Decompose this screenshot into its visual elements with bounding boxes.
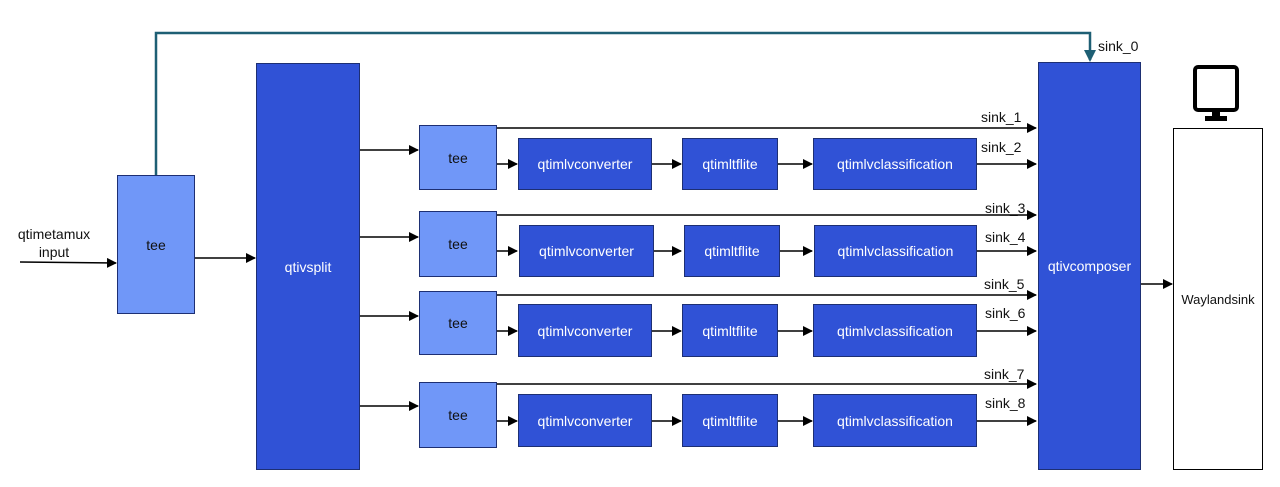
input-label: qtimetamux input [8,225,100,261]
input-label-line-1: qtimetamux [17,226,91,242]
branch-1-tflite[interactable]: qtimltflite [682,138,778,190]
monitor-icon [1193,65,1239,121]
branch-3-classification[interactable]: qtimlvclassification [813,304,977,357]
sink-7-label: sink_7 [984,366,1025,382]
branch-4-tflite[interactable]: qtimltflite [682,394,778,447]
sink-1-label: sink_1 [981,109,1022,125]
sink-4-label: sink_4 [985,229,1026,245]
branch-3-tflite[interactable]: qtimltflite [682,304,778,357]
main-tee-block[interactable]: tee [117,175,195,314]
sink-0-label: sink_0 [1098,38,1139,54]
sink-0-feedback-line [154,31,1096,175]
branch-2-classification[interactable]: qtimlvclassification [814,225,977,277]
qtivcomposer-block[interactable]: qtivcomposer [1038,62,1141,470]
branch-2-tee[interactable]: tee [419,211,497,277]
branch-2-tflite[interactable]: qtimltflite [684,225,780,277]
input-arrow [19,257,117,268]
branch-1-converter[interactable]: qtimlvconverter [518,138,652,190]
sink-2-label: sink_2 [981,139,1022,155]
qtivsplit-block[interactable]: qtivsplit [256,63,360,470]
branch-4-tee[interactable]: tee [419,382,497,448]
branch-1-tee[interactable]: tee [419,125,497,190]
sink-3-label: sink_3 [985,200,1026,216]
waylandsink-block[interactable]: Waylandsink [1173,128,1263,470]
branch-4-converter[interactable]: qtimlvconverter [518,394,652,447]
sink-6-label: sink_6 [985,305,1026,321]
sink-8-label: sink_8 [985,395,1026,411]
branch-3-converter[interactable]: qtimlvconverter [518,304,652,357]
sink-5-label: sink_5 [984,276,1025,292]
branch-4-classification[interactable]: qtimlvclassification [813,394,977,447]
branch-3-tee[interactable]: tee [419,291,497,355]
input-label-line-2: input [38,244,70,260]
branch-1-classification[interactable]: qtimlvclassification [813,138,977,190]
branch-2-converter[interactable]: qtimlvconverter [519,225,654,277]
